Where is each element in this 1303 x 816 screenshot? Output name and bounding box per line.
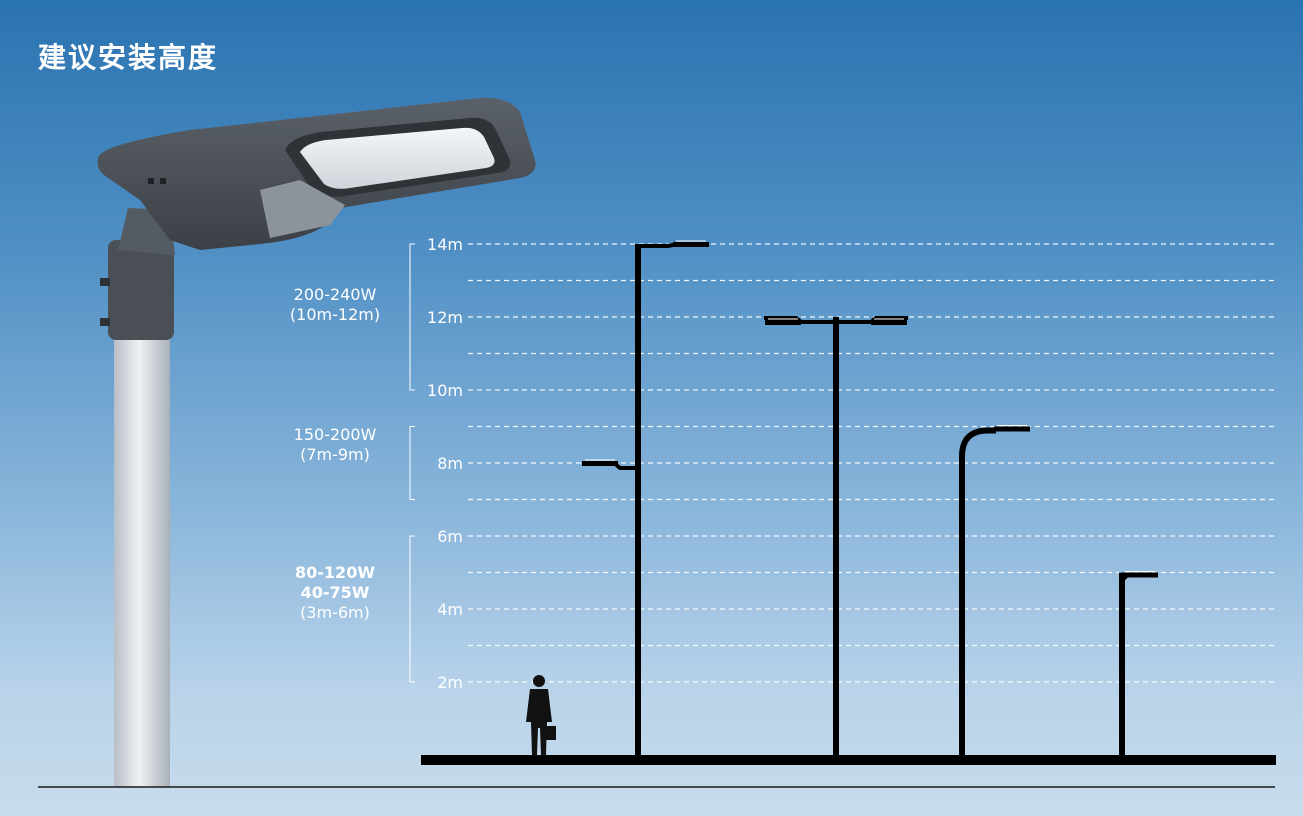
tick-label: 8m [437, 454, 463, 473]
group-label-line: (10m-12m) [289, 305, 381, 324]
group-label-line: 40-75W [300, 583, 370, 602]
wattage-bracket [409, 243, 415, 391]
luminaire-head [1122, 572, 1158, 578]
pole-shaft [833, 317, 839, 755]
group-label-150-200w: 150-200W (7m-9m) [270, 425, 400, 465]
pole-arm [638, 242, 679, 248]
wattage-bracket [409, 426, 415, 500]
pole-arm [764, 316, 908, 324]
group-label-line: 80-120W [295, 563, 375, 582]
pole-shaft [635, 244, 641, 755]
luminaire-head [871, 320, 907, 325]
luminaire-head [994, 426, 1030, 432]
tick-label: 6m [437, 527, 463, 546]
street-poles [582, 240, 1158, 755]
group-label-80-120w: 80-120W 40-75W (3m-6m) [270, 563, 400, 623]
tick-label: 12m [427, 308, 463, 327]
tick-label: 10m [427, 381, 463, 400]
street-light-product-image [97, 97, 536, 787]
tick-label: 2m [437, 673, 463, 692]
group-label-line: (3m-6m) [300, 603, 370, 622]
ground-bar [421, 755, 1276, 765]
luminaire-head [765, 320, 801, 325]
page-title: 建议安装高度 [38, 41, 219, 74]
tick-label: 4m [437, 600, 463, 619]
luminaire-head [582, 461, 618, 466]
pole-shaft [959, 427, 996, 755]
wattage-bracket [409, 535, 415, 683]
wattage-brackets [409, 243, 415, 683]
tick-label: 14m [427, 235, 463, 254]
group-label-line: 150-200W [293, 425, 377, 444]
luminaire-head [673, 242, 709, 247]
person-silhouette [526, 675, 556, 755]
pole-shaft [1119, 572, 1125, 755]
group-label-line: 200-240W [293, 285, 377, 304]
group-label-line: (7m-9m) [300, 445, 370, 464]
height-axis-ticks: 2m 4m 6m 8m 10m 12m 14m [427, 235, 463, 692]
group-label-200-240w: 200-240W (10m-12m) [270, 285, 400, 325]
